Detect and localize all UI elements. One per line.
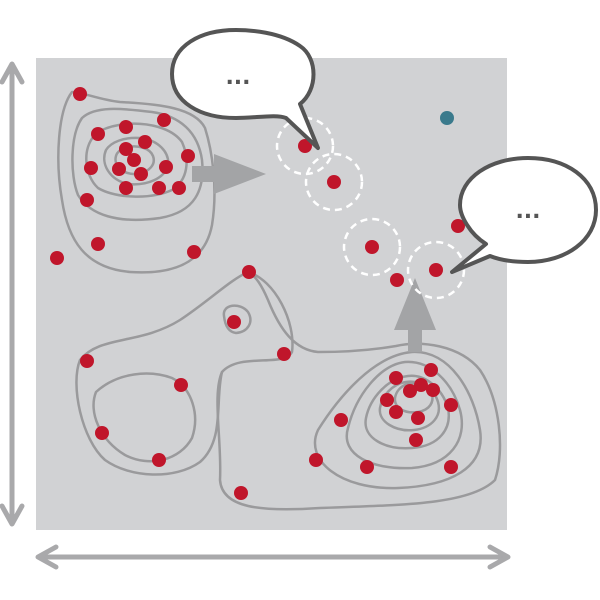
speech-bubble-shape: [170, 28, 320, 150]
data-point: [403, 384, 417, 398]
speech-bubble-top: ...: [170, 28, 320, 150]
highlight-ring: [342, 217, 402, 277]
data-point: [50, 251, 64, 265]
outlier-point: [440, 111, 454, 125]
right-flow-arrow: [192, 154, 266, 194]
data-point: [242, 265, 256, 279]
plot-panel: [36, 58, 507, 530]
data-point: [112, 162, 126, 176]
data-point: [365, 240, 379, 254]
data-point: [119, 120, 133, 134]
data-point: [409, 433, 423, 447]
data-point: [181, 149, 195, 163]
data-point: [389, 405, 403, 419]
data-point: [157, 113, 171, 127]
data-point: [444, 398, 458, 412]
data-point: [426, 383, 440, 397]
contour-line: [75, 270, 249, 476]
data-point: [80, 354, 94, 368]
speech-bubble-right: ...: [450, 156, 598, 274]
data-point: [444, 460, 458, 474]
data-point: [424, 363, 438, 377]
data-point: [411, 411, 425, 425]
contour-line: [222, 304, 252, 335]
data-point: [134, 167, 148, 181]
data-point: [138, 135, 152, 149]
data-point: [91, 127, 105, 141]
data-point: [389, 371, 403, 385]
flow-arrows: [192, 154, 436, 352]
speech-bubble-text: ...: [515, 199, 540, 224]
data-point: [227, 315, 241, 329]
data-point: [119, 142, 133, 156]
data-point: [309, 453, 323, 467]
highlight-ring: [304, 152, 364, 212]
highlight-ring: [406, 240, 466, 300]
contour-line: [345, 360, 463, 470]
data-point: [174, 378, 188, 392]
data-point: [380, 393, 394, 407]
data-point: [152, 453, 166, 467]
data-point: [119, 181, 133, 195]
highlight-ring: [275, 116, 335, 176]
data-point: [187, 245, 201, 259]
data-point: [95, 426, 109, 440]
data-point: [91, 237, 105, 251]
data-point: [390, 273, 404, 287]
data-point: [298, 139, 312, 153]
data-point: [277, 347, 291, 361]
data-point: [234, 486, 248, 500]
contour-line: [216, 270, 502, 511]
data-point: [360, 460, 374, 474]
data-point: [159, 160, 173, 174]
data-point: [429, 263, 443, 277]
data-point: [451, 219, 465, 233]
contour-line: [71, 107, 204, 222]
data-point: [152, 181, 166, 195]
arrowhead-right: [487, 544, 511, 570]
speech-bubble-shape: [450, 156, 598, 274]
data-point: [127, 153, 141, 167]
data-point: [172, 181, 186, 195]
arrowhead-down: [0, 503, 25, 527]
speech-bubble-text: ...: [225, 65, 250, 90]
data-point: [327, 175, 341, 189]
data-points: [50, 87, 465, 500]
axis-arrows: [0, 61, 511, 570]
data-point: [73, 87, 87, 101]
arrowhead-up: [0, 61, 25, 85]
arrowhead-left: [35, 544, 59, 570]
contour-line: [378, 380, 441, 432]
data-point: [84, 161, 98, 175]
data-point: [334, 413, 348, 427]
contour-line: [313, 350, 482, 490]
data-point: [414, 378, 428, 392]
highlight-rings: [275, 116, 466, 300]
contour-line: [57, 90, 216, 274]
up-flow-arrow: [394, 278, 436, 352]
data-point: [80, 193, 94, 207]
